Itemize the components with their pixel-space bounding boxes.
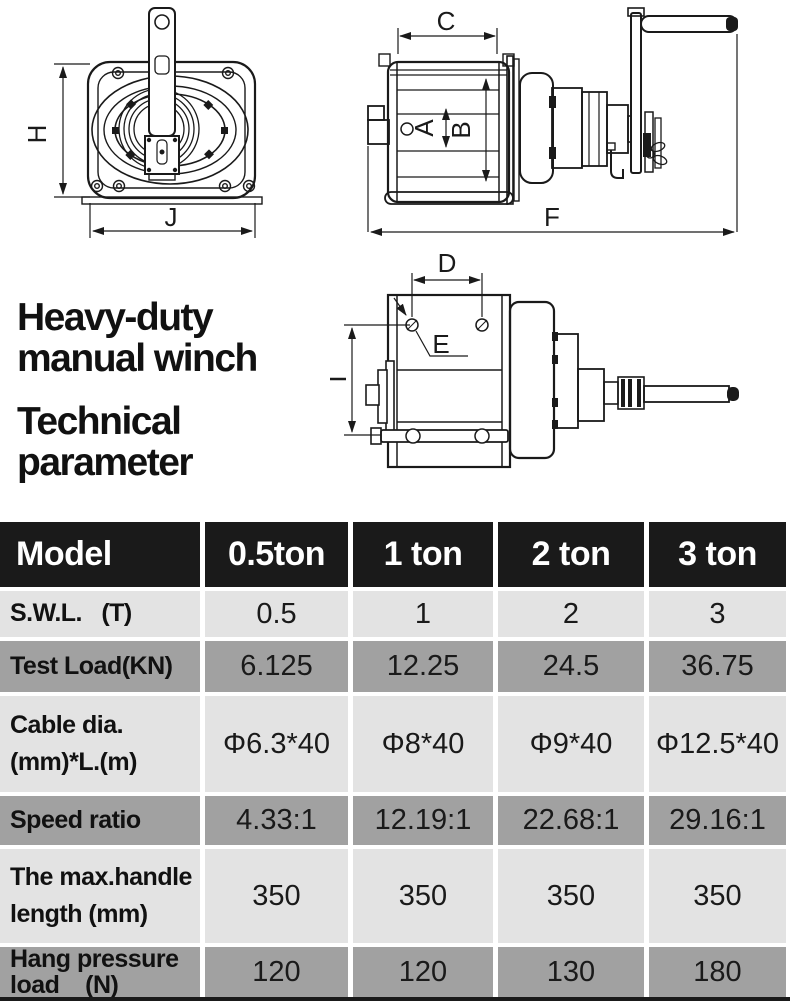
cell-value: 29.16:1 bbox=[649, 796, 786, 845]
table-header-col-2: 2 ton bbox=[498, 522, 644, 587]
dim-label-d: D bbox=[438, 248, 457, 278]
row-label-line: Hang pressure bbox=[10, 945, 179, 973]
cell-value: 180 bbox=[649, 947, 786, 998]
dim-label-b: B bbox=[446, 121, 476, 138]
cell-value: 1 bbox=[353, 591, 493, 637]
spec-table: Model 0.5ton 1 ton 2 ton 3 ton S.W.L. (T… bbox=[0, 522, 786, 998]
table-header-col-0: 0.5ton bbox=[205, 522, 348, 587]
cell-value: 350 bbox=[353, 849, 493, 943]
cell-value: 24.5 bbox=[498, 641, 644, 692]
cell-value: 12.25 bbox=[353, 641, 493, 692]
cell-value: 36.75 bbox=[649, 641, 786, 692]
cell-value: 2 bbox=[498, 591, 644, 637]
section-title-line2: parameter bbox=[17, 441, 194, 484]
cell-value: Φ12.5*40 bbox=[649, 696, 786, 792]
cell-value: 6.125 bbox=[205, 641, 348, 692]
dim-label-f: F bbox=[544, 202, 560, 232]
row-label-line: Speed ratio bbox=[10, 805, 141, 834]
cell-value: 120 bbox=[353, 947, 493, 998]
section-title-line1: Technical bbox=[17, 400, 182, 443]
row-label-line: (mm)*L.(m) bbox=[10, 748, 137, 776]
cell-value: 0.5 bbox=[205, 591, 348, 637]
row-label-handle-length: The max.handle length (mm) bbox=[0, 849, 200, 943]
row-label-speed-ratio: Speed ratio bbox=[0, 796, 200, 845]
product-title-line2: manual winch bbox=[17, 337, 258, 380]
row-label-line: Test Load(KN) bbox=[10, 651, 173, 680]
technical-drawings: H J bbox=[22, 6, 739, 469]
rear-view-drawing: D E bbox=[330, 248, 739, 469]
cell-value: 350 bbox=[498, 849, 644, 943]
row-label-line: Cable dia. bbox=[10, 710, 124, 739]
cell-value: 22.68:1 bbox=[498, 796, 644, 845]
cell-value: Φ9*40 bbox=[498, 696, 644, 792]
table-header-col-3: 3 ton bbox=[649, 522, 786, 587]
cell-value: 3 bbox=[649, 591, 786, 637]
cell-value: Φ8*40 bbox=[353, 696, 493, 792]
cell-value: 350 bbox=[205, 849, 348, 943]
row-label-hang-pressure: Hang pressure load (N) bbox=[0, 945, 200, 999]
cell-value: 350 bbox=[649, 849, 786, 943]
dim-label-a: A bbox=[409, 119, 439, 137]
row-label-line: load (N) bbox=[10, 970, 119, 999]
cell-value: Φ6.3*40 bbox=[205, 696, 348, 792]
row-label-swl: S.W.L. (T) bbox=[0, 591, 200, 637]
table-header-col-1: 1 ton bbox=[353, 522, 493, 587]
section-title: Technical parameter bbox=[17, 400, 194, 484]
wing-nut bbox=[645, 141, 668, 166]
row-label-cable-dia: Cable dia. (mm)*L.(m) bbox=[0, 696, 200, 792]
product-title-line1: Heavy-duty bbox=[17, 296, 214, 339]
product-title: Heavy-duty manual winch bbox=[17, 296, 258, 380]
front-view-drawing: H J bbox=[22, 7, 263, 238]
dim-label-c: C bbox=[437, 6, 456, 36]
row-label-line: S.W.L. (T) bbox=[10, 599, 132, 628]
cell-value: 120 bbox=[205, 947, 348, 998]
table-header-model: Model bbox=[0, 522, 200, 587]
dim-label-h: H bbox=[22, 125, 52, 144]
cell-value: 12.19:1 bbox=[353, 796, 493, 845]
cell-value: 4.33:1 bbox=[205, 796, 348, 845]
dim-label-j: J bbox=[165, 202, 178, 232]
row-label-test-load: Test Load(KN) bbox=[0, 641, 200, 692]
bottom-border-bar bbox=[0, 997, 790, 1001]
row-label-line: The max.handle bbox=[10, 862, 192, 891]
dim-label-e: E bbox=[432, 329, 449, 359]
cell-value: 130 bbox=[498, 947, 644, 998]
row-label-line: length (mm) bbox=[10, 900, 148, 928]
side-view-drawing: C F A B bbox=[367, 6, 738, 236]
